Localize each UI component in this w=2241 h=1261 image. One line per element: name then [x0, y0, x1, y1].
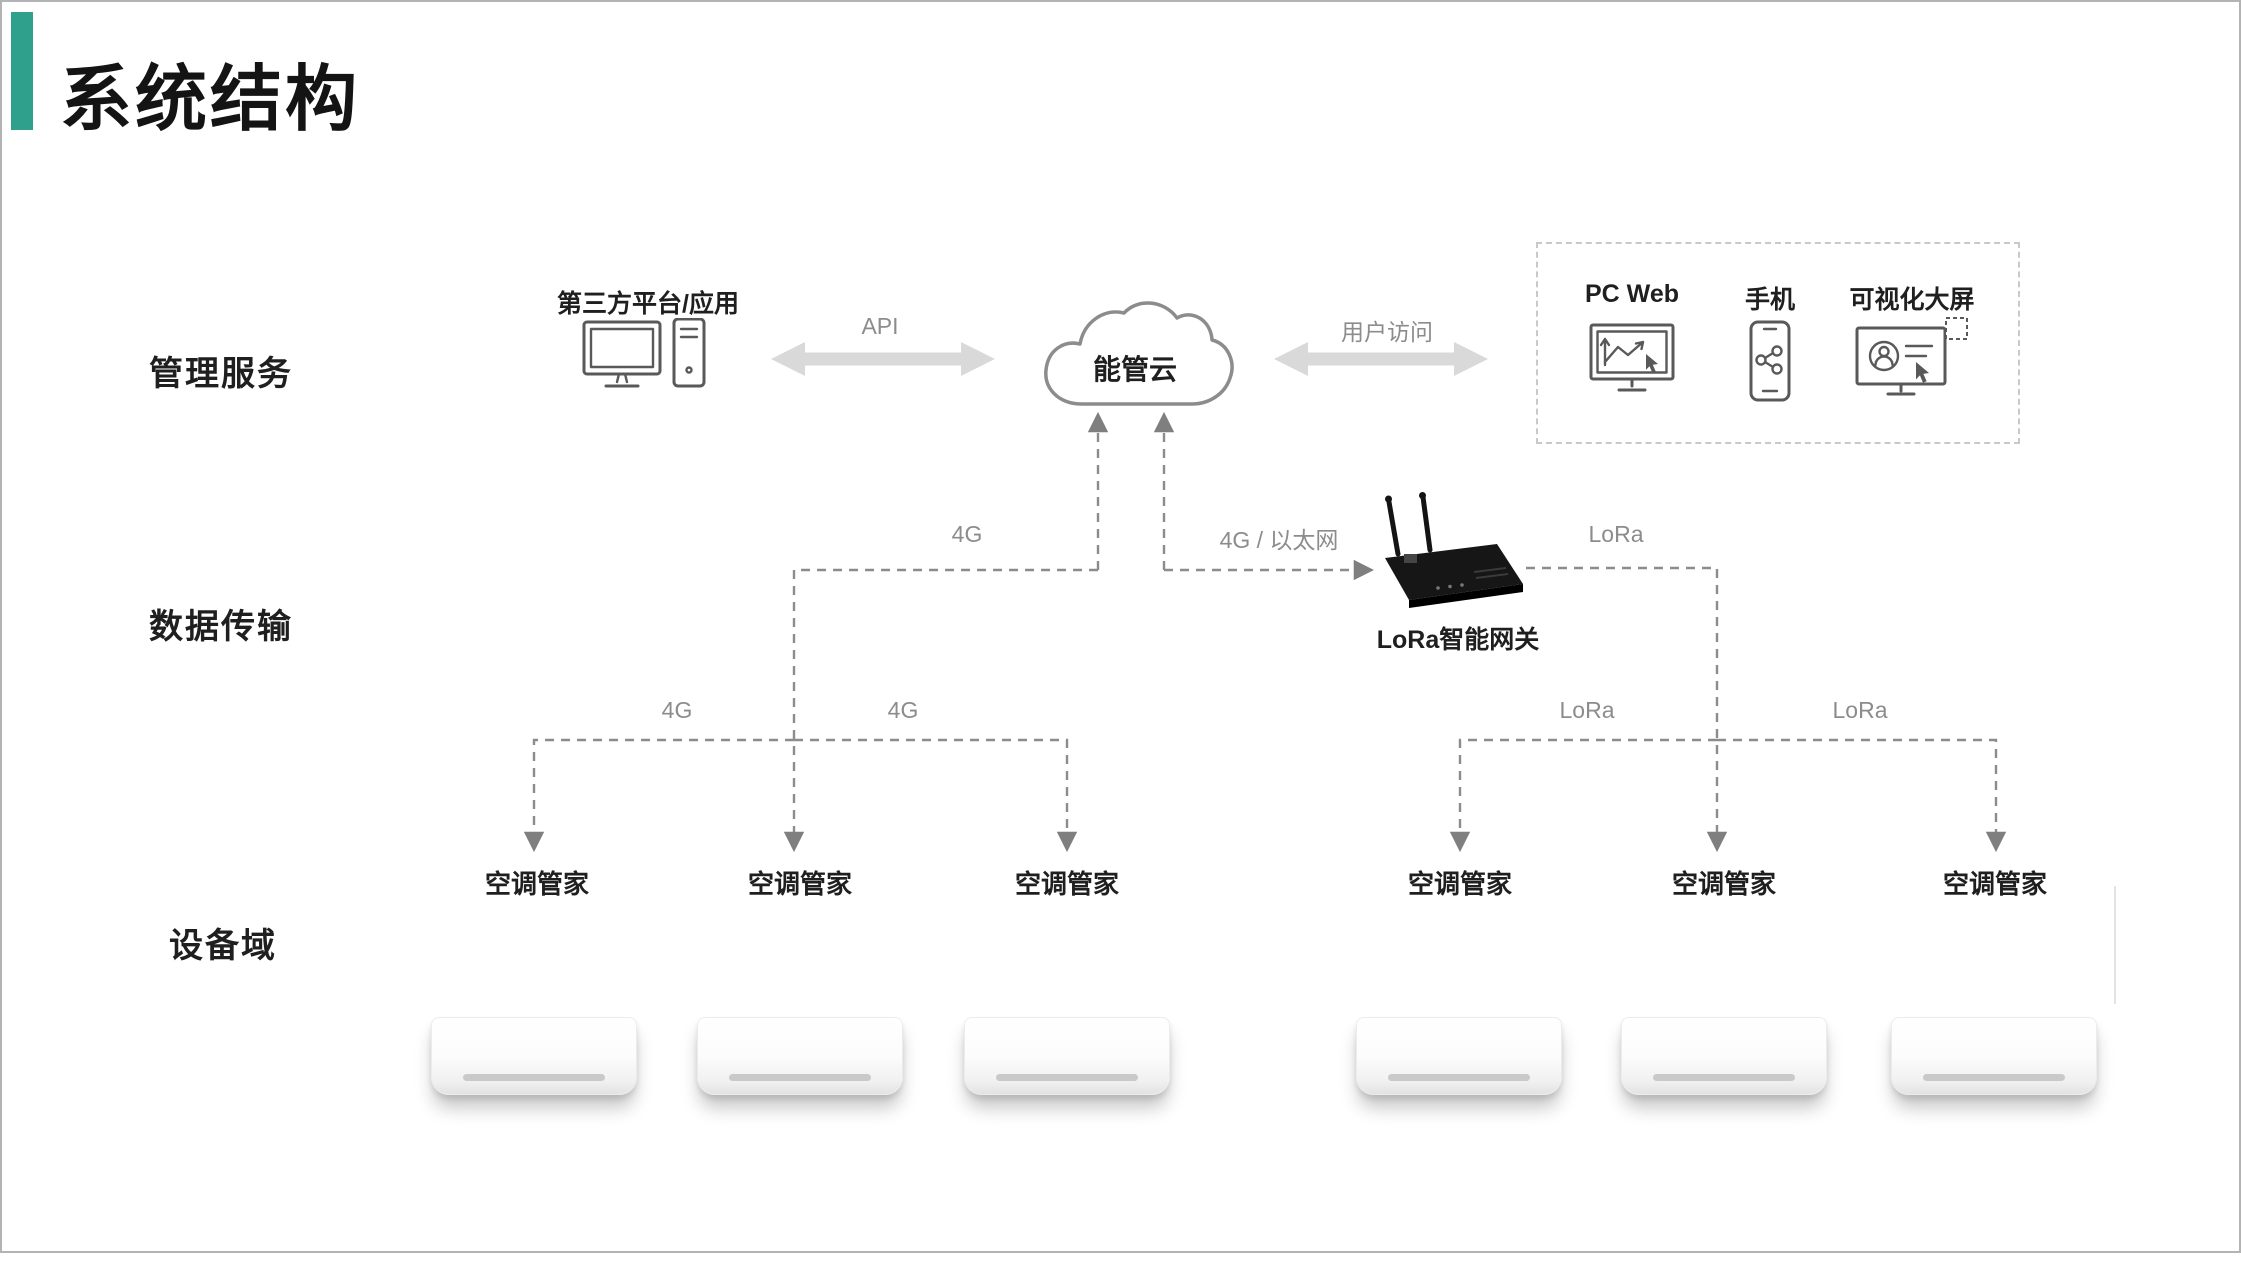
air-conditioner-unit-2: [697, 1017, 903, 1095]
cloud-label: 能管云: [1092, 354, 1177, 385]
cloud-icon: [1032, 292, 1238, 415]
air-conditioner-unit-3: [964, 1017, 1170, 1095]
user-access-label: 用户访问: [1341, 319, 1433, 345]
lora-gateway-icon: [1378, 492, 1528, 625]
computer-icon: [580, 317, 712, 407]
air-conditioner-unit-6: [1891, 1017, 2097, 1095]
gateway-lora-label: LoRa: [1588, 521, 1644, 547]
pc-web-label: PC Web: [1585, 280, 1679, 308]
page-title: 系统结构: [60, 60, 361, 140]
clients-group-box: [1536, 242, 2020, 444]
pc-web-monitor-icon: [1588, 322, 1680, 405]
gateway-label: LoRa智能网关: [1376, 626, 1540, 654]
link-line-left-drop-3: [794, 738, 1078, 853]
controller-label-1: 空调管家: [484, 869, 589, 899]
edge-artifact: [2114, 886, 2116, 1004]
controller-label-3: 空调管家: [1014, 869, 1119, 899]
branch-right-1-label: LoRa: [1559, 697, 1615, 723]
branch-right-2-label: LoRa: [1832, 697, 1888, 723]
third-party-label: 第三方平台/应用: [557, 290, 739, 318]
title-accent-bar: [11, 12, 33, 130]
big-screen-label: 可视化大屏: [1849, 286, 1975, 314]
uplink-left-label: 4G: [951, 521, 983, 547]
user-access-double-arrow-icon: [1274, 340, 1488, 383]
phone-icon: [1748, 320, 1792, 407]
link-line-right-drop-3: [1717, 738, 2007, 853]
mobile-label: 手机: [1744, 286, 1795, 314]
big-screen-icon: [1854, 316, 1970, 407]
air-conditioner-unit-1: [431, 1017, 637, 1095]
branch-left-1-label: 4G: [661, 697, 693, 723]
uplink-right-label: 4G / 以太网: [1219, 527, 1339, 553]
row-label-devices: 设备域: [169, 927, 277, 965]
branch-left-2-label: 4G: [887, 697, 919, 723]
air-conditioner-unit-4: [1356, 1017, 1562, 1095]
controller-label-2: 空调管家: [747, 869, 852, 899]
air-conditioner-unit-5: [1621, 1017, 1827, 1095]
link-line-left-drop-1: [523, 738, 794, 853]
row-label-management: 管理服务: [149, 355, 293, 393]
controller-label-6: 空调管家: [1942, 869, 2047, 899]
api-double-arrow-icon: [771, 340, 995, 383]
api-label: API: [861, 313, 899, 339]
link-line-right-drop-1: [1449, 738, 1717, 853]
controller-label-5: 空调管家: [1671, 869, 1776, 899]
controller-label-4: 空调管家: [1407, 869, 1512, 899]
row-label-transmission: 数据传输: [149, 608, 293, 646]
